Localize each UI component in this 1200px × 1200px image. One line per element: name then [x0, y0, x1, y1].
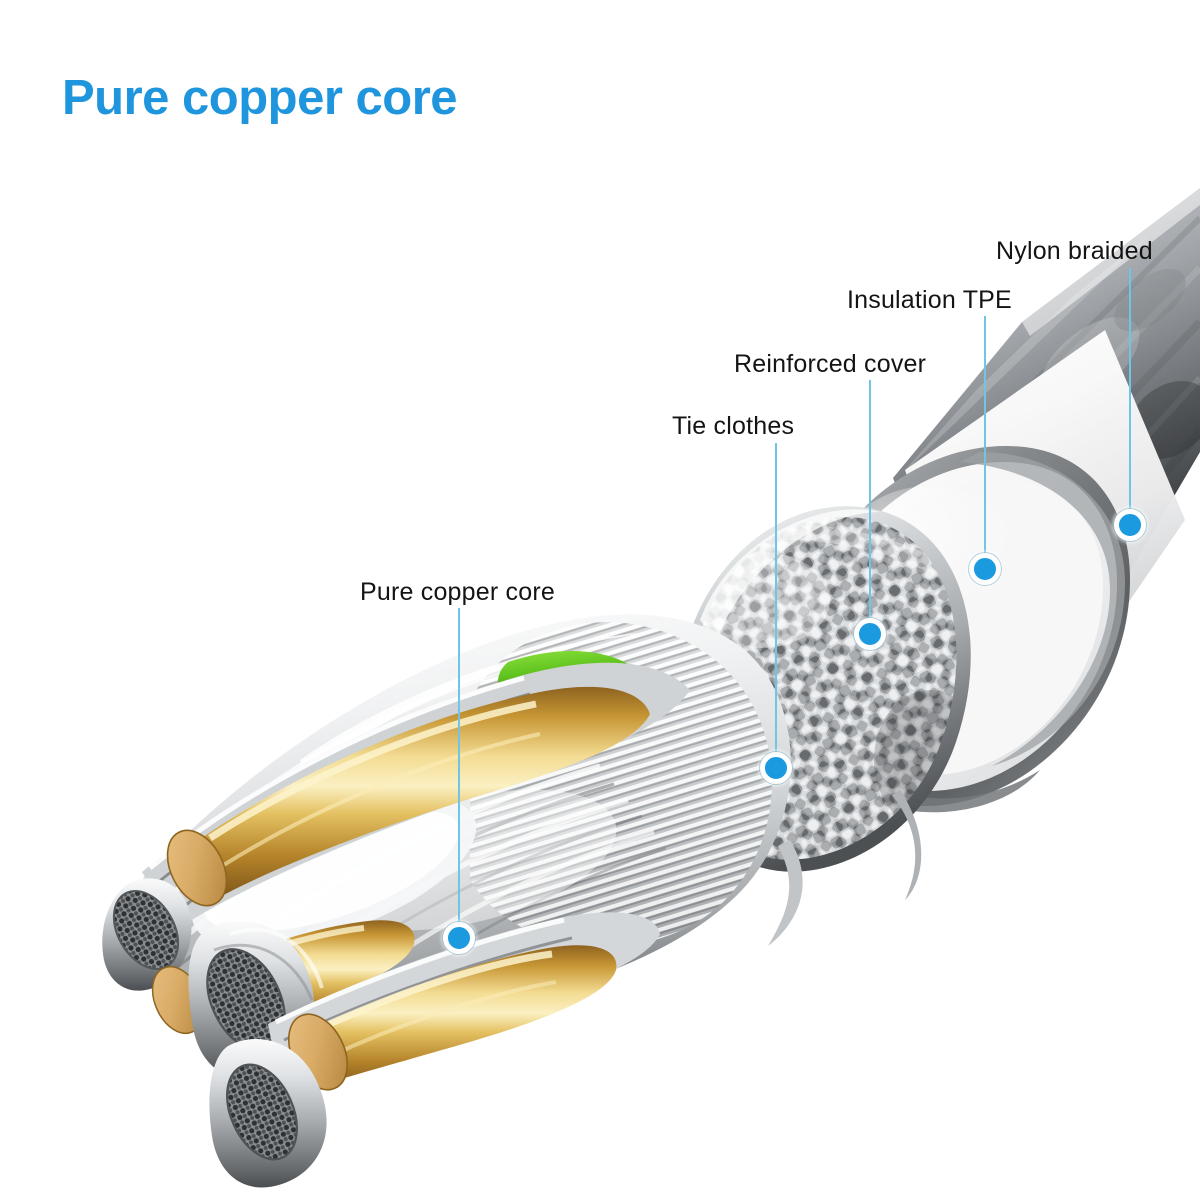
copper-rod-upper — [196, 686, 650, 898]
page-title: Pure copper core — [62, 71, 458, 125]
callout-label-pure-copper-core: Pure copper core — [360, 578, 555, 606]
callout-leader-tie-clothes — [775, 443, 777, 755]
callout-dot-reinforced-cover[interactable] — [854, 618, 886, 650]
callout-dot-nylon-braided[interactable] — [1114, 509, 1146, 541]
callout-leader-insulation-tpe — [984, 316, 986, 556]
callout-label-insulation-tpe: Insulation TPE — [847, 286, 1012, 314]
callout-leader-pure-copper-core — [458, 608, 460, 926]
copper-rod-lower — [300, 945, 617, 1090]
callout-dot-tie-clothes[interactable] — [760, 752, 792, 784]
callout-dot-insulation-tpe[interactable] — [969, 553, 1001, 585]
callout-label-tie-clothes: Tie clothes — [672, 412, 795, 440]
callout-label-reinforced-cover: Reinforced cover — [734, 350, 927, 378]
pure-copper-core-layer — [102, 662, 690, 1188]
callout-leader-reinforced-cover — [869, 380, 871, 620]
callout-leader-nylon-braided — [1129, 268, 1131, 512]
callout-dot-pure-copper-core[interactable] — [443, 922, 475, 954]
callout-label-nylon-braided: Nylon braided — [996, 237, 1153, 265]
